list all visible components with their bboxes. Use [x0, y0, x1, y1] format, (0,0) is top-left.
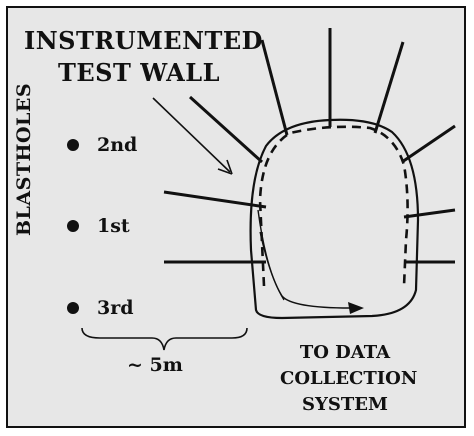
- hole-label-3rd: 3rd: [97, 297, 134, 319]
- cable-run-2: [259, 231, 285, 301]
- destination-line-1: TO DATA: [299, 342, 391, 363]
- tunnel-outline: [249, 118, 420, 320]
- instrumented-wall-dashed: [258, 125, 409, 287]
- borehole-upper-left-1: [260, 39, 289, 136]
- hole-label-2nd: 2nd: [97, 134, 138, 156]
- side-label-blastholes: BLASTHOLES: [13, 82, 35, 236]
- title-line-2: TEST WALL: [58, 58, 220, 87]
- pointer-arrow: [152, 97, 231, 173]
- borehole-right-mid: [403, 208, 456, 219]
- borehole-left-mid: [163, 190, 267, 209]
- spacing-label: ~ 5m: [127, 354, 183, 376]
- blasthole-2nd: [67, 139, 79, 151]
- destination-line-3: SYSTEM: [302, 394, 388, 415]
- borehole-upper-left-2: [188, 95, 264, 164]
- spacing-brace: [81, 327, 248, 351]
- borehole-right-high: [401, 124, 456, 164]
- radial-boreholes: [163, 28, 456, 264]
- hole-label-1st: 1st: [97, 215, 130, 237]
- blasthole-3rd: [67, 302, 79, 314]
- borehole-upper-right: [373, 41, 405, 134]
- destination-label: TO DATA COLLECTION SYSTEM: [280, 340, 418, 418]
- diagram-frame: [6, 6, 466, 428]
- destination-line-2: COLLECTION: [280, 368, 418, 389]
- pointer-arrowhead: [217, 159, 233, 175]
- title-line-1: INSTRUMENTED: [24, 26, 263, 55]
- blasthole-1st: [67, 220, 79, 232]
- cable-arrowhead: [348, 302, 364, 314]
- cable-run-1: [257, 209, 351, 309]
